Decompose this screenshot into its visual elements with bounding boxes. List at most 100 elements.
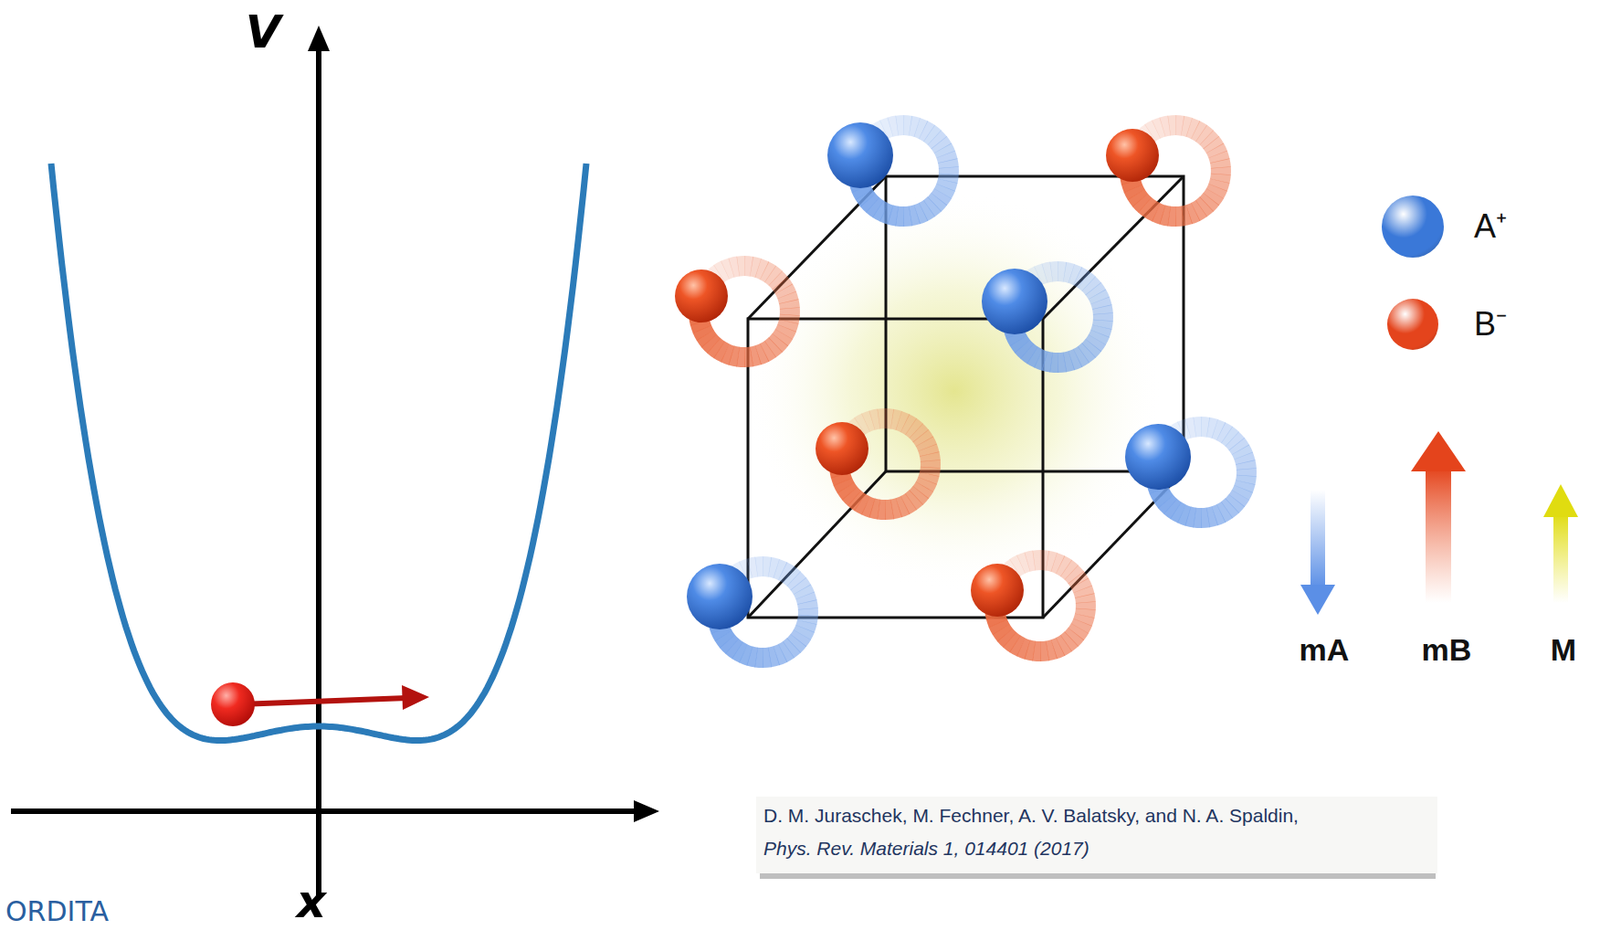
orbit-segment: [898, 505, 906, 508]
orbit-segment: [946, 154, 948, 162]
orbit-segment: [1071, 357, 1078, 361]
orbit-segment: [1047, 560, 1055, 563]
orbit-segment: [762, 556, 770, 578]
orbit-segment: [920, 435, 925, 443]
legend-label: mB: [1421, 631, 1473, 668]
legend-label: mA: [1299, 631, 1350, 668]
orbit-segment: [732, 645, 738, 651]
orbit-segment: [1221, 431, 1228, 435]
orbit-segment: [942, 147, 946, 155]
orbit-segment: [1010, 639, 1016, 644]
orbit-segment: [872, 507, 880, 510]
orbit-segment: [1004, 634, 1011, 641]
axis-label: V: [245, 6, 282, 60]
orbit-segment: [1231, 439, 1237, 445]
orbit-segment: [927, 447, 930, 455]
orbit-segment: [1156, 126, 1163, 130]
orbit-segment: [764, 348, 771, 353]
orbit-segment: [1014, 564, 1022, 569]
orbit-segment: [736, 650, 744, 654]
orbit-segment: [928, 203, 935, 209]
orbit-segment: [743, 652, 750, 656]
orbit-segment: [1077, 354, 1085, 358]
orbit-segment: [1195, 208, 1202, 212]
orbit-segment: [702, 328, 706, 336]
orbit-segment: [1083, 349, 1089, 355]
orbit-segment: [1133, 188, 1137, 195]
orbit-segment: [1182, 126, 1190, 128]
orbit-segment: [798, 583, 802, 590]
atoms: [674, 122, 1191, 630]
orbit-segment: [1161, 495, 1167, 502]
orbit-segment: [842, 481, 847, 488]
orbit-segment: [1065, 568, 1072, 573]
orbit-segment: [793, 640, 799, 646]
orbit-segment: [1214, 428, 1222, 432]
orbit-segment: [1088, 284, 1094, 290]
legend-label: M: [1550, 631, 1577, 668]
orbit-segment: [1226, 434, 1232, 440]
orbit-segment: [872, 419, 880, 422]
orbit-segment: [1175, 115, 1183, 137]
orbit-segment: [798, 608, 819, 616]
citation-journal: Phys. Rev. Materials 1, 014401 (2017): [763, 837, 1090, 860]
orbit-segment: [947, 174, 949, 182]
orbit-segment: [859, 502, 866, 506]
orbit-segment: [1084, 595, 1086, 603]
orbit-segment: [1096, 333, 1100, 340]
moment-arrows: [1300, 431, 1579, 615]
orbit-segment: [779, 307, 800, 316]
orbit-segment: [1168, 206, 1177, 228]
orbit-segment: [1102, 306, 1104, 315]
orbit-segment: [1200, 133, 1207, 138]
orbit-segment: [1093, 288, 1097, 295]
orbit-segment: [807, 615, 809, 623]
orbit-segment: [801, 628, 805, 635]
orbit-segment: [903, 115, 911, 137]
orbit-segment: [916, 126, 924, 130]
orbit-segment: [708, 340, 715, 347]
orbit-segment: [743, 568, 750, 571]
orbit-segment: [805, 595, 808, 603]
orbit-segment: [775, 278, 780, 285]
orbit-segment: [1218, 154, 1221, 162]
orbit-segment: [923, 129, 930, 134]
orbit-segment: [769, 567, 778, 569]
orbit-segment: [1064, 360, 1073, 363]
orbit-segment: [1071, 572, 1076, 579]
orbit-segment: [1243, 482, 1246, 490]
orbit-segment: [1189, 211, 1196, 215]
legend-label: B⁻: [1473, 305, 1507, 343]
orbit-segment: [884, 211, 891, 215]
orbit-segment: [1188, 427, 1196, 430]
orbit-segment: [854, 497, 861, 503]
orbit-segment: [1084, 609, 1086, 617]
orbit-segment: [749, 655, 758, 658]
orbit-segment: [938, 142, 943, 149]
orbit-segment: [1181, 428, 1189, 432]
orbit-segment: [1021, 346, 1028, 352]
orbit-segment: [1240, 449, 1243, 456]
orbit-segment: [788, 574, 794, 579]
orbit-segment: [1208, 427, 1216, 430]
orbit-segment: [938, 167, 959, 175]
plot-axes: [10, 25, 660, 898]
orbit-segment: [731, 355, 739, 358]
orbit-segment: [1226, 505, 1232, 510]
orbit-segment: [1053, 646, 1061, 650]
orbit-segment: [884, 408, 893, 430]
orbit-segment: [1236, 443, 1241, 451]
orbit-segment: [1245, 462, 1247, 470]
orbit-segment: [798, 634, 802, 642]
orbit-segment: [873, 204, 879, 210]
orbit-segment: [1162, 214, 1170, 217]
orbit-segment: [787, 321, 790, 329]
orbit-segment: [1231, 500, 1237, 506]
legend-sphere: [1387, 298, 1439, 350]
orbit-segment: [775, 339, 780, 346]
orbit-segment: [1170, 505, 1177, 511]
orbit-segment: [1240, 488, 1243, 495]
orbit-segment: [861, 188, 865, 195]
orbit-segment: [905, 501, 912, 506]
